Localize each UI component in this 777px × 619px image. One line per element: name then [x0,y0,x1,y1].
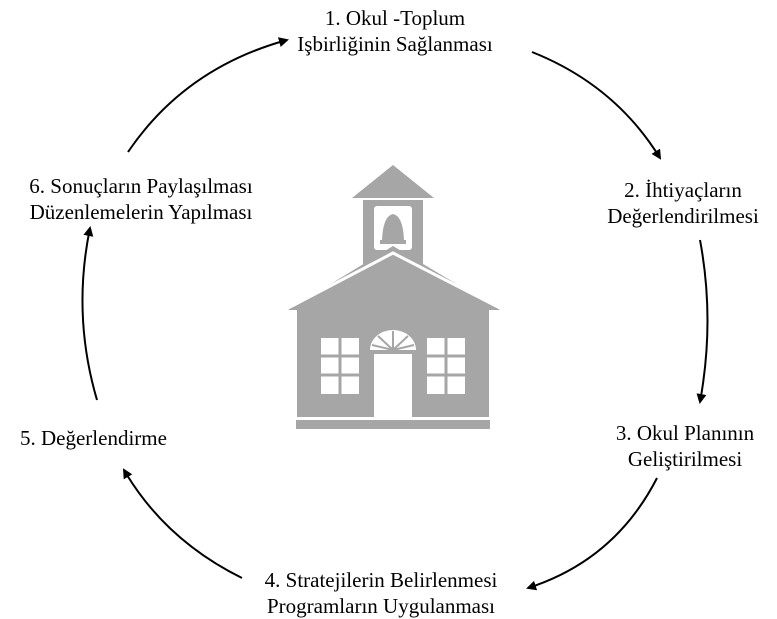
step-3-line1: 3. Okul Planının [615,421,755,445]
step-3-line2: Geliştirilmesi [627,447,743,471]
arrow-4-to-5 [122,468,243,579]
step-2-line1: 2. İhtiyaçların [624,178,742,202]
arrow-2-to-3 [696,239,709,404]
arrow-1-to-2 [531,51,662,160]
step-4-label: 4. Stratejilerin Belirlenmesi Programlar… [236,567,526,619]
step-1-line2: Işbirliğinin Sağlanması [297,32,493,56]
arrow-3-to-4 [526,477,658,591]
step-6-line2: Düzenlemelerin Yapılması [29,200,253,224]
step-2-line2: Değerlendirilmesi [607,204,759,228]
step-4-line2: Programların Uygulanması [266,594,496,618]
step-3-label: 3. Okul Planının Geliştirilmesi [600,420,770,472]
step-1-line1: 1. Okul -Toplum [324,6,466,30]
step-5-line1: 5. Değerlendirme [20,426,167,450]
step-2-label: 2. İhtiyaçların Değerlendirilmesi [598,177,768,229]
step-1-label: 1. Okul -Toplum Işbirliğinin Sağlanması [275,5,515,57]
schoolhouse-icon [288,165,500,429]
step-5-label: 5. Değerlendirme [20,425,220,451]
step-4-line1: 4. Stratejilerin Belirlenmesi [264,568,498,592]
arrow-5-to-6 [81,226,98,401]
step-6-line1: 6. Sonuçların Paylaşılması [29,174,253,198]
step-6-label: 6. Sonuçların Paylaşılması Düzenlemeleri… [0,173,282,225]
arrow-6-to-1 [127,37,289,153]
